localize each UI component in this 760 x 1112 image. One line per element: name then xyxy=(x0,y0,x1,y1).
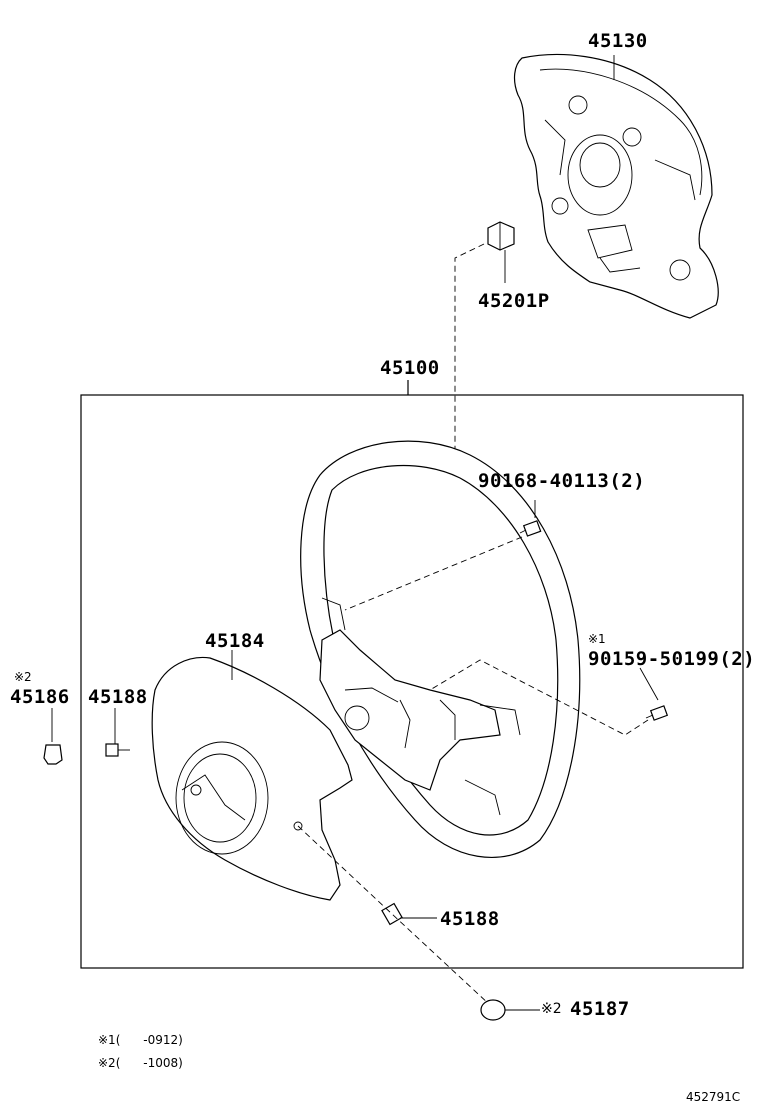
screw-45188-bottom xyxy=(381,902,403,926)
label-45187: 45187 xyxy=(570,998,630,1020)
note-2-mark: ※2 xyxy=(98,1056,116,1070)
note-1-range: ( -0912) xyxy=(115,1033,183,1047)
label-90168: 90168-40113(2) xyxy=(478,470,646,492)
label-45186: 45186 xyxy=(10,686,70,708)
note-2: ※2( -1008) xyxy=(98,1056,183,1070)
dash-90168 xyxy=(344,536,523,611)
label-45188-bottom: 45188 xyxy=(440,908,500,930)
dash-90159 xyxy=(429,659,649,736)
lower-cover-45184 xyxy=(151,656,353,901)
label-45130: 45130 xyxy=(588,30,648,52)
mark-45187: ※2 xyxy=(541,1001,562,1017)
airbag-pad-45130 xyxy=(513,53,719,319)
mark-90159: ※1 xyxy=(588,632,606,646)
label-45184: 45184 xyxy=(205,630,265,652)
cap-45187 xyxy=(480,999,506,1021)
label-45201p: 45201P xyxy=(478,290,550,312)
clip-45186 xyxy=(43,744,63,765)
assembly-box xyxy=(80,394,744,969)
note-1: ※1( -0912) xyxy=(98,1033,183,1047)
label-45100: 45100 xyxy=(380,357,440,379)
dash-cover-to-cap xyxy=(297,825,491,1006)
screw-90159 xyxy=(645,705,669,721)
note-1-mark: ※1 xyxy=(98,1033,116,1047)
steering-wheel xyxy=(300,440,581,859)
leader-90159 xyxy=(639,667,659,701)
mark-45186: ※2 xyxy=(14,670,32,684)
figure-code: 452791C xyxy=(686,1090,741,1104)
note-2-range: ( -1008) xyxy=(115,1056,183,1070)
label-45188-left: 45188 xyxy=(88,686,148,708)
label-90159: 90159-50199(2) xyxy=(588,648,756,670)
screw-90168 xyxy=(519,520,542,537)
screw-45188-left xyxy=(105,743,130,757)
nut-45201p xyxy=(487,221,515,251)
